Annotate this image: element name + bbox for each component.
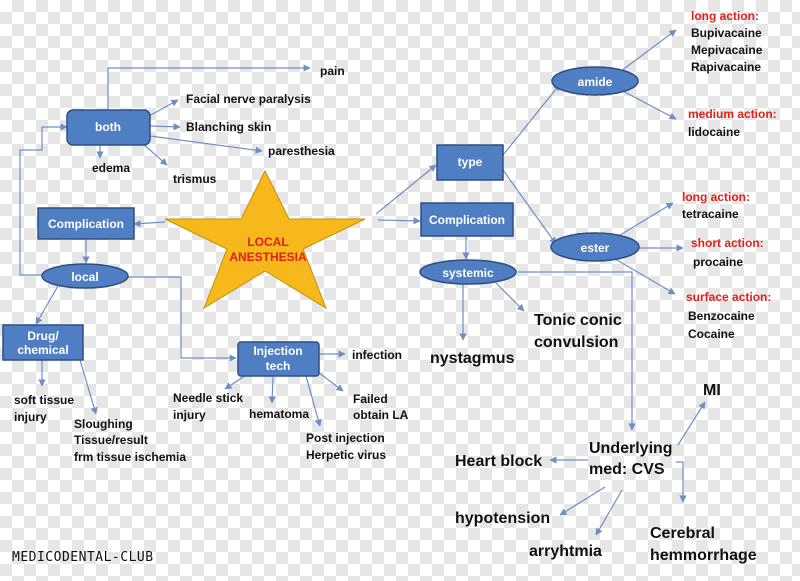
arrow-both-to-blanching xyxy=(149,123,181,131)
rapivacaine-label: Rapivacaine xyxy=(691,60,761,74)
underlying-label-line2: med: CVS xyxy=(589,461,665,478)
arrhythmia-label: arryhtmia xyxy=(529,543,602,560)
complication-left-node xyxy=(37,207,135,240)
herpetic-label-line1: Post injection xyxy=(306,431,385,445)
amide-label: amide xyxy=(578,75,613,89)
arrow-local-to-drug xyxy=(35,285,59,325)
type-label: type xyxy=(458,155,483,169)
trismus-label: trismus xyxy=(173,172,217,186)
mi-label: MI xyxy=(703,382,721,399)
arrow-drug-to-sloughing xyxy=(79,359,98,415)
benzocaine-label: Benzocaine xyxy=(688,309,755,323)
underlying-label-line1: Underlying xyxy=(589,440,673,457)
soft-tissue-label-line1: soft tissue xyxy=(14,393,74,407)
arrow-type-to-ester xyxy=(502,169,557,245)
pain-label: pain xyxy=(320,64,345,78)
tonic-label-line2: convulsion xyxy=(534,334,618,351)
local-node xyxy=(41,263,129,289)
ester-node xyxy=(550,232,640,262)
sloughing-label-line3: frm tissue ischemia xyxy=(74,450,186,464)
injection-tech-label-line2: tech xyxy=(266,359,291,373)
arrow-underlying-to-mi xyxy=(677,401,706,446)
blanching-label: Blanching skin xyxy=(186,120,271,134)
mepivacaine-label: Mepivacaine xyxy=(691,43,763,57)
systemic-label: systemic xyxy=(442,266,494,280)
drug-chemical-node xyxy=(2,324,84,361)
ester-long-action-label: long action: xyxy=(682,190,750,204)
arrow-center-to-complication-right xyxy=(377,217,421,225)
procaine-label: procaine xyxy=(693,255,743,269)
sloughing-label-line2: Tissue/result xyxy=(74,433,148,447)
complication-left-label: Complication xyxy=(48,217,124,231)
arrow-ester-to-long xyxy=(611,202,674,241)
cerebral-label-line2: hemmorrhage xyxy=(650,547,757,564)
medium-action-label: medium action: xyxy=(688,107,777,121)
failed-label-line1: Failed xyxy=(353,392,388,406)
nystagmus-label: nystagmus xyxy=(430,350,515,367)
facial-nerve-label: Facial nerve paralysis xyxy=(186,92,311,106)
needle-stick-label-line1: Needle stick xyxy=(173,391,243,405)
local-label: local xyxy=(71,270,98,284)
cocaine-label: Cocaine xyxy=(688,327,735,341)
drug-chemical-label-line2: chemical xyxy=(17,343,68,357)
soft-tissue-label-line2: injury xyxy=(14,410,47,424)
arrow-local-to-both xyxy=(19,123,68,276)
bupivacaine-label: Bupivacaine xyxy=(691,26,762,40)
arrow-injection-to-needle xyxy=(224,374,247,390)
arrow-both-to-pain xyxy=(107,64,311,110)
drug-chemical-label-line1: Drug/ xyxy=(27,329,59,343)
local-anesthesia-star xyxy=(164,169,366,310)
arrow-both-to-paresthesia xyxy=(149,135,263,154)
sloughing-label-line1: Sloughing xyxy=(74,417,133,431)
connectors xyxy=(19,29,706,536)
both-node xyxy=(66,109,151,146)
arrow-amide-to-medium xyxy=(616,87,677,120)
injection-tech-label-line1: Injection xyxy=(253,344,302,358)
hematoma-label: hematoma xyxy=(249,407,309,421)
arrow-systemic-to-tonic xyxy=(495,282,525,312)
tetracaine-label: tetracaine xyxy=(682,207,739,221)
complication-right-label: Complication xyxy=(429,213,505,227)
arrow-both-to-trismus xyxy=(141,142,168,166)
cerebral-label-line1: Cerebral xyxy=(650,525,715,542)
surface-action-label: surface action: xyxy=(686,290,771,304)
arrow-type-to-amide xyxy=(502,83,561,156)
tonic-label-line1: Tonic conic xyxy=(534,312,622,329)
arrow-systemic-to-underlying xyxy=(518,271,636,431)
arrow-injection-to-failed xyxy=(317,371,344,392)
arrow-center-to-type xyxy=(375,164,437,215)
type-node xyxy=(436,144,504,181)
failed-label-line2: obtain LA xyxy=(353,408,409,422)
infection-label: infection xyxy=(352,348,402,362)
star-label-line2: ANESTHESIA xyxy=(229,250,307,264)
watermark: MEDICODENTAL-CLUB xyxy=(12,550,154,565)
heart-block-label: Heart block xyxy=(455,453,542,470)
lidocaine-label: lidocaine xyxy=(688,125,740,139)
arrow-ester-to-surface xyxy=(609,255,676,295)
arrow-center-to-complication-left xyxy=(133,219,166,228)
needle-stick-label-line2: injury xyxy=(173,408,206,422)
ester-label: ester xyxy=(581,241,610,255)
arrow-underlying-to-hypotension xyxy=(559,486,606,516)
arrow-amide-to-long xyxy=(616,29,677,75)
herpetic-label-line2: Herpetic virus xyxy=(306,448,386,462)
arrow-underlying-to-cerebral xyxy=(676,461,687,503)
paresthesia-label: paresthesia xyxy=(268,144,335,158)
hypotension-label: hypotension xyxy=(455,510,550,527)
arrow-injection-to-herpetic xyxy=(305,375,322,427)
injection-tech-node xyxy=(237,341,320,377)
star-label-line1: LOCAL xyxy=(247,235,288,249)
arrow-underlying-to-arrhythmia xyxy=(595,489,623,536)
edema-label: edema xyxy=(92,161,130,175)
arrow-injection-to-hematoma xyxy=(268,376,276,404)
systemic-node xyxy=(419,259,517,285)
amide-long-action-label: long action: xyxy=(691,9,759,23)
arrow-local-to-injection xyxy=(128,276,237,362)
both-label: both xyxy=(95,120,121,134)
short-action-label: short action: xyxy=(691,236,764,250)
amide-node xyxy=(551,66,639,96)
complication-right-node xyxy=(420,202,514,237)
arrow-both-to-facial xyxy=(148,99,179,117)
